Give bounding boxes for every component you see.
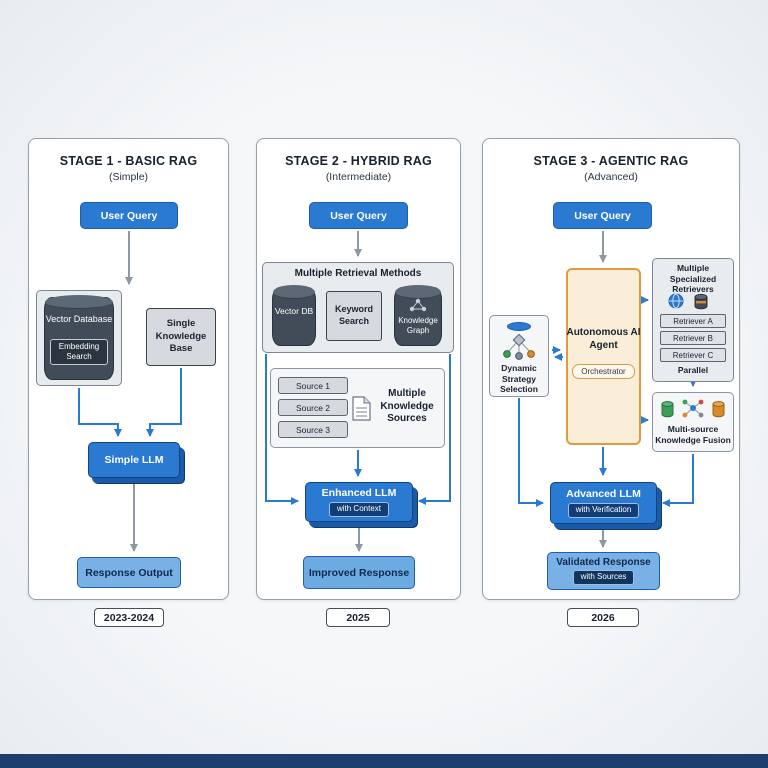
globe-icon [668,293,684,309]
footer-bar [0,754,768,768]
autonomous-agent-box [566,268,641,445]
graph-network-icon [409,298,427,312]
retrieval-methods-title: Multiple Retrieval Methods [294,268,422,279]
with-verification-badge: with Verification [567,503,640,518]
stage1-user-query-box: User Query [80,202,178,229]
keyword-search-box: Keyword Search [326,291,382,341]
enhanced-llm-label: Enhanced LLM [321,487,397,500]
fusion-icons [661,399,725,418]
stage1-title: STAGE 1 - BASIC RAG [59,154,198,168]
stage3-title: STAGE 3 - AGENTIC RAG [533,154,689,168]
improved-response-box: Improved Response [303,556,415,589]
advanced-llm-box: Advanced LLM with Verification [550,482,657,524]
validated-response-label: Validated Response [556,557,651,569]
single-knowledge-base-box: Single Knowledge Base [146,308,216,366]
advanced-llm-label: Advanced LLM [566,488,641,501]
with-sources-badge: with Sources [572,570,635,585]
strategy-label: Dynamic Strategy Selection [500,363,538,395]
response-output-box: Response Output [77,557,181,588]
stage3-year-badge: 2026 [567,608,639,627]
stage2-user-query-box: User Query [309,202,408,229]
autonomous-agent-label: Autonomous AI Agent [566,327,641,351]
orchestrator-badge: Orchestrator [572,364,635,379]
with-context-badge: with Context [328,502,390,517]
document-icon [352,396,371,421]
stage2-title: STAGE 2 - HYBRID RAG [285,154,432,168]
stage3-user-query-box: User Query [553,202,652,229]
source-3-box: Source 3 [278,421,348,438]
vector-database-cylinder-icon [44,295,114,380]
knowledge-graph-label: Knowledge Graph [398,316,438,335]
knowledge-sources-label: Multiple Knowledge Sources [380,388,434,424]
stage3-subtitle: (Advanced) [584,171,638,183]
stage2-subtitle: (Intermediate) [325,171,392,183]
database-icon [694,293,708,310]
strategy-tree-icon [503,334,535,360]
vector-db-cylinder-icon [272,285,316,346]
fusion-label: Multi-source Knowledge Fusion [655,424,731,445]
vector-database-label: Vector Database [45,314,113,324]
retriever-a-box: Retriever A [660,314,726,328]
retrievers-title: Multiple Specialized Retrievers [669,263,717,295]
source-1-box: Source 1 [278,377,348,394]
validated-response-box: Validated Response with Sources [547,552,660,590]
stage1-subtitle: (Simple) [108,171,149,183]
vector-db-label: Vector DB [274,306,314,316]
retriever-b-box: Retriever B [660,331,726,345]
enhanced-llm-box: Enhanced LLM with Context [305,482,413,522]
stage2-year-badge: 2025 [326,608,390,627]
stage1-year-badge: 2023-2024 [94,608,164,627]
simple-llm-box: Simple LLM [88,442,180,478]
knowledge-graph-cylinder-icon [394,285,442,346]
source-2-box: Source 2 [278,399,348,416]
retriever-c-box: Retriever C [660,348,726,362]
strategy-node-icon [507,322,531,331]
embedding-search-box: Embedding Search [50,339,108,365]
parallel-label: Parallel [677,365,709,375]
